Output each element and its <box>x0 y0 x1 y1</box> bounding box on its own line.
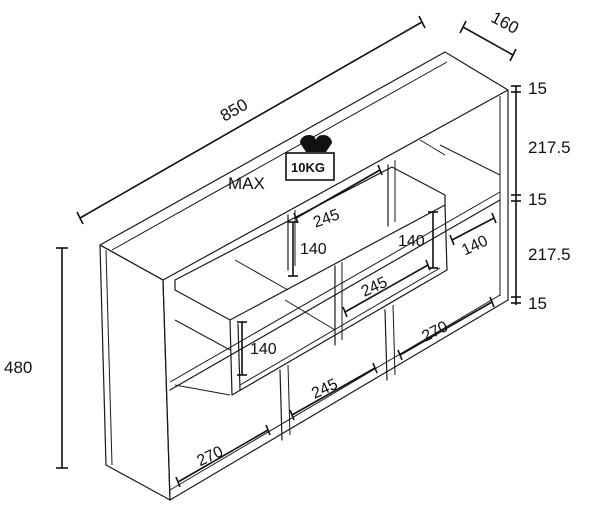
back-line-4 <box>439 144 501 176</box>
dimension-depth <box>459 20 517 62</box>
middle-board-label: 15 <box>528 190 547 209</box>
dimension-height <box>56 247 68 469</box>
inner-box-left-front <box>229 319 233 396</box>
top-back-edge <box>111 61 448 251</box>
front-left-edge <box>162 279 171 501</box>
weight-label: 10KG <box>291 160 325 175</box>
lower-divider-right <box>384 309 388 381</box>
dimension-right-chain <box>511 85 521 305</box>
top-board-label: 15 <box>528 79 547 98</box>
width-label: 850 <box>217 95 251 126</box>
bottom-board-label: 15 <box>528 294 547 313</box>
weight-handle <box>300 134 332 152</box>
depth-label: 160 <box>488 8 522 38</box>
height-label: 480 <box>4 358 32 377</box>
left-small-bottom <box>174 384 231 396</box>
back-line-2 <box>284 299 336 331</box>
middle-right-width-label: 270 <box>419 318 451 345</box>
upper-left-width-label: 245 <box>311 206 342 231</box>
back-line-1 <box>234 259 289 291</box>
dim-bottom-left-width <box>175 424 271 488</box>
lower-tier-label: 217.5 <box>528 245 571 264</box>
lower-divider-left <box>279 369 283 441</box>
dim-right-height <box>449 212 497 246</box>
center-height-label: 140 <box>398 233 425 250</box>
back-line-3 <box>419 139 446 156</box>
dim-center-width <box>342 259 431 318</box>
dimension-width <box>76 15 426 225</box>
inner-box-right <box>444 204 448 271</box>
shelf-body <box>99 51 509 501</box>
upper-left-height-label: 140 <box>300 241 327 258</box>
weight-icon <box>285 134 335 181</box>
left-side-inner <box>105 249 113 466</box>
bottom-left-width-label: 270 <box>194 443 225 470</box>
dim-middle-right-width <box>397 296 495 361</box>
max-label: MAX <box>228 174 265 193</box>
inner-box-bottom <box>231 269 448 396</box>
bottom-center-width-label: 245 <box>309 376 340 403</box>
dim-bottom-center-width <box>289 362 378 421</box>
internal-boards <box>169 139 501 441</box>
lower-divider-right-b <box>392 304 396 376</box>
dim-upper-left-height <box>288 221 298 277</box>
left-side-panel <box>99 244 171 501</box>
bottom-front-edge <box>169 299 509 501</box>
inner-box-bottom-inner <box>239 267 441 386</box>
bottom-inner-edge <box>169 294 501 491</box>
left-small-top <box>174 319 231 351</box>
left-small-height-label: 140 <box>250 341 277 358</box>
upper-tier-label: 217.5 <box>528 138 571 157</box>
dim-left-small-height <box>237 321 247 376</box>
right-height-label: 140 <box>459 232 490 259</box>
lower-divider-left-b <box>287 364 291 436</box>
weight-body <box>285 152 335 181</box>
inner-box-left-back <box>237 323 241 391</box>
